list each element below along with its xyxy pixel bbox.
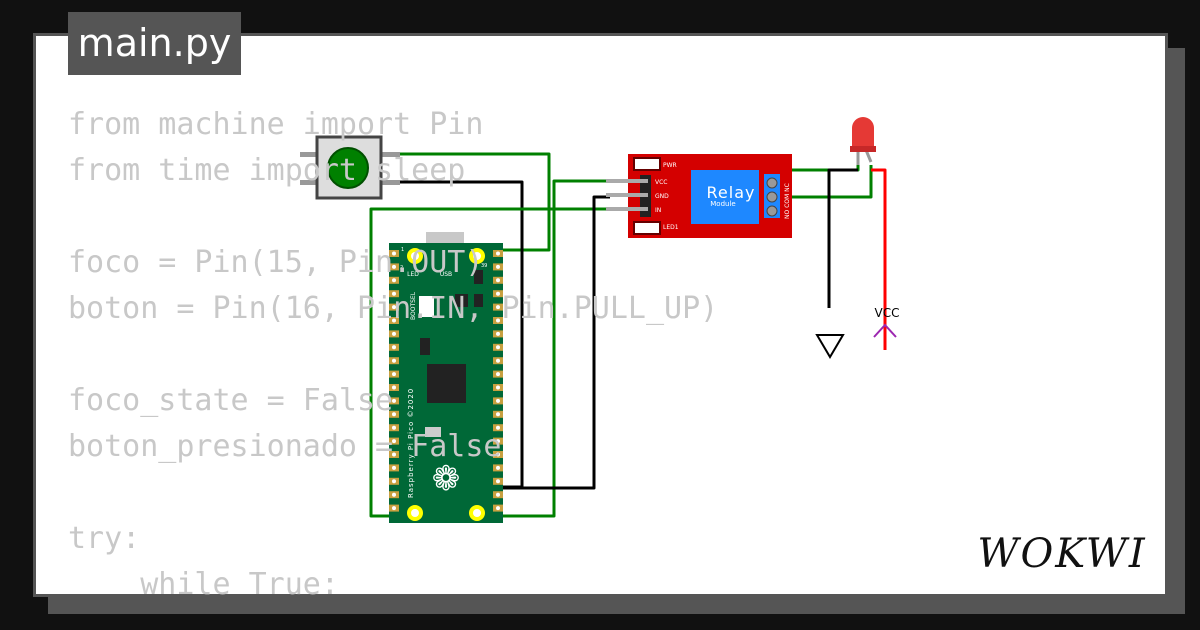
- vcc-label: VCC: [875, 306, 900, 320]
- relay-led1-label: LED1: [663, 224, 679, 231]
- header-pin-hole: [392, 331, 396, 336]
- red-led[interactable]: [850, 117, 876, 165]
- header-pin-hole: [496, 385, 500, 390]
- header-pin-hole: [496, 452, 500, 457]
- wire-vcc: [871, 168, 887, 350]
- ground-symbol-icon: [815, 334, 845, 359]
- relay-vcc-label: VCC: [655, 179, 667, 186]
- header-pin-hole: [496, 305, 500, 310]
- relay-in-label: IN: [655, 207, 661, 214]
- pin39-label: 39: [481, 263, 487, 269]
- header-pin-hole: [392, 372, 396, 377]
- relay-terminal-labels: NO COM NC: [784, 183, 791, 219]
- header-pin-hole: [496, 358, 500, 363]
- header-pin-hole: [392, 465, 396, 470]
- bootsel-label: BOOTSEL: [410, 291, 417, 320]
- header-pin-hole: [392, 492, 396, 497]
- header-pin-hole: [496, 492, 500, 497]
- header-pin-hole: [496, 465, 500, 470]
- header-pin-hole: [496, 372, 500, 377]
- header-pin-hole: [496, 425, 500, 430]
- pushbutton[interactable]: [300, 135, 400, 200]
- header-pin-hole: [392, 425, 396, 430]
- header-pin-hole: [392, 452, 396, 457]
- header-pin-hole: [392, 412, 396, 417]
- header-pin-hole: [496, 318, 500, 323]
- header-pin-hole: [496, 398, 500, 403]
- raspberry-logo-icon: ❁: [432, 459, 461, 499]
- pin1-label: 1: [401, 247, 404, 253]
- wire-relay-gnd: [493, 195, 610, 490]
- header-pin-hole: [392, 264, 396, 269]
- header-pin-hole: [496, 331, 500, 336]
- pico-usb-label: USB: [440, 271, 452, 278]
- wire-button-to-pico: [385, 152, 551, 252]
- header-pin-hole: [496, 251, 500, 256]
- vcc-symbol-icon: VCC: [873, 306, 900, 338]
- pico-led-label: LED: [407, 271, 419, 278]
- header-pin-hole: [496, 291, 500, 296]
- header-pin-hole: [392, 305, 396, 310]
- wire-led-gnd: [827, 168, 858, 308]
- header-pin-hole: [392, 251, 396, 256]
- header-pin-hole: [392, 506, 396, 511]
- header-pin-hole: [392, 318, 396, 323]
- wokwi-logo: WOKWI: [977, 531, 1146, 577]
- header-pin-hole: [496, 439, 500, 444]
- relay-pwr-label: PWR: [663, 162, 677, 169]
- raspberry-pi-pico: ❁ LED USB 1 2 39 BOOTSEL Raspberry Pi Pi…: [389, 232, 503, 523]
- header-pin-hole: [496, 264, 500, 269]
- header-pin-hole: [392, 358, 396, 363]
- header-pin-hole: [496, 412, 500, 417]
- relay-gnd-label: GND: [655, 193, 669, 200]
- header-pin-hole: [392, 291, 396, 296]
- header-pin-hole: [392, 479, 396, 484]
- header-pin-hole: [496, 278, 500, 283]
- header-pin-hole: [496, 345, 500, 350]
- header-pin-hole: [496, 506, 500, 511]
- header-pin-hole: [392, 398, 396, 403]
- wire-relay-in: [369, 207, 610, 518]
- header-pin-hole: [392, 439, 396, 444]
- relay-title: Relay: [707, 183, 756, 202]
- pin2-label: 2: [400, 265, 403, 271]
- relay-module: Relay Module PWR VCC GND IN LED1 NO COM …: [606, 154, 792, 238]
- header-pin-hole: [496, 479, 500, 484]
- header-pin-hole: [392, 385, 396, 390]
- header-pin-hole: [392, 345, 396, 350]
- header-pin-hole: [392, 278, 396, 283]
- file-tab[interactable]: main.py: [68, 12, 241, 75]
- preview-card: [33, 33, 1168, 597]
- relay-subtitle: Module: [710, 200, 735, 208]
- pico-board-label: Raspberry Pi Pico ©2020: [407, 388, 415, 498]
- wire-relay-vcc: [493, 179, 610, 518]
- wire-relay-com: [772, 165, 873, 199]
